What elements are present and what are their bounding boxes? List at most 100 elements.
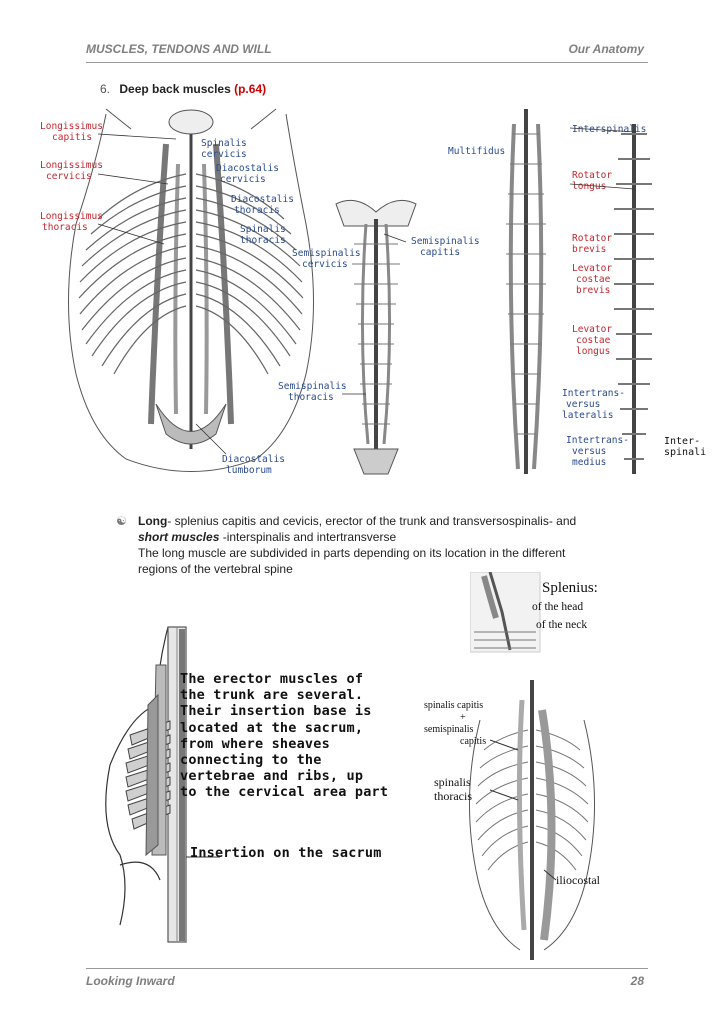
deep-back-muscles-figure: Longissimus capitis Longissimus cervicis…: [36, 104, 706, 488]
splenius-title: Splenius:: [542, 580, 598, 596]
label-levator-costae-brevis-2: costae: [576, 274, 611, 285]
section-title: Deep back muscles: [119, 82, 231, 96]
erector-description: The erector muscles of the trunk are sev…: [180, 671, 388, 801]
label-rotator-longus-1: Rotator: [572, 170, 612, 181]
label-interspinalis: Interspinalis: [572, 124, 646, 135]
page-number: 28: [630, 974, 644, 988]
erector-line-8: to the cervical area part: [180, 784, 389, 801]
section-number: 6.: [100, 82, 111, 96]
label-levator-costae-longus-2: costae: [576, 335, 611, 346]
label-diacostalis-lumborum-2: lumborum: [226, 465, 272, 476]
erector-line-6: connecting to the: [180, 752, 322, 769]
label-intertrans-lateralis-3: lateralis: [562, 410, 613, 421]
label-semispinalis-cervicis-2: cervicis: [302, 259, 348, 270]
erector-line-7: vertebrae and ribs, up: [180, 768, 364, 785]
label-inter-spinalis-2: spinalis: [664, 447, 706, 458]
splenius-head-label: of the head: [532, 601, 583, 613]
label-multifidus: Multifidus: [448, 146, 505, 157]
label-longissimus-thoracis-1: Longissimus: [40, 211, 103, 222]
erector-sheaves: [145, 664, 167, 857]
label-intertrans-medius-1: Intertrans-: [566, 435, 629, 446]
footer-divider: [86, 968, 648, 969]
label-longissimus-cervicis-1: Longissimus: [40, 160, 103, 171]
erector-line-1: The erector muscles of: [180, 671, 364, 687]
label-longissimus-thoracis-2: thoracis: [42, 222, 88, 233]
label-semispinalis-capitis-2: capitis: [420, 247, 460, 258]
section-heading: 6. Deep back muscles (p.64): [100, 82, 266, 96]
labels-right: Interspinalis Multifidus Rotator longus …: [448, 124, 706, 468]
label-semispinalis: semispinalis: [424, 724, 474, 735]
header-subtitle: Our Anatomy: [568, 42, 644, 56]
insertion-label: Insertion on the sacrum: [190, 845, 382, 861]
label-rotator-brevis-1: Rotator: [572, 233, 612, 244]
header-divider: [86, 62, 648, 63]
splenius-neck-label: of the neck: [536, 619, 587, 631]
spinalis-muscle: [516, 699, 527, 931]
label-intertrans-medius-2: versus: [572, 446, 606, 457]
section-page-ref: (p.64): [234, 82, 267, 96]
short-text: -interspinalis and intertransverse: [219, 530, 397, 544]
header-title: MUSCLES, TENDONS AND WILL: [86, 42, 272, 56]
label-plus: +: [460, 712, 466, 723]
iliocostal-muscle: [538, 709, 556, 941]
long-label: Long: [138, 514, 168, 528]
label-spinalis-thoracis-2: thoracis: [240, 235, 286, 246]
spine-illustration-3: [506, 109, 546, 474]
label-longissimus-cervicis-2: cervicis: [46, 171, 92, 182]
bullet-line-3: The long muscle are subdivided in parts …: [138, 546, 566, 560]
label-spinalis-capitis: spinalis capitis: [424, 700, 483, 711]
label-inter-spinalis-1: Inter-: [664, 436, 700, 447]
label-diacostalis-cervicis-2: cervicis: [220, 174, 266, 185]
back-illustration-1: [68, 108, 314, 472]
ribs-right-figure: [475, 729, 589, 871]
label-intertrans-lateralis-2: versus: [566, 399, 600, 410]
yin-yang-icon: ☯: [116, 514, 127, 528]
label-semispinalis-cervicis-1: Semispinalis: [292, 248, 361, 259]
erector-line-2: the trunk are several.: [180, 687, 364, 704]
label-longissimus-capitis-1: Longissimus: [40, 121, 103, 132]
label-spinalis: spinalis: [434, 775, 471, 789]
labels-mid: Semispinalis cervicis Semispinalis capit…: [278, 233, 480, 403]
label-intertrans-medius-3: medius: [572, 457, 606, 468]
sacrum-shape: [155, 403, 227, 445]
label-levator-costae-longus-3: longus: [576, 346, 610, 357]
erector-muscles-figure: [105, 626, 220, 943]
label-diacostalis-lumborum-1: Diacostalis: [222, 454, 285, 465]
label-semispinalis-thoracis-1: Semispinalis: [278, 381, 347, 392]
footer-title: Looking Inward: [86, 974, 175, 988]
label-rotator-brevis-2: brevis: [572, 244, 606, 255]
label-spinalis-cervicis-1: Spinalis: [201, 138, 247, 149]
label-spinalis-thoracis-1: Spinalis: [240, 224, 286, 235]
label-diacostalis-cervicis-1: Diacostalis: [216, 163, 279, 174]
label-semispinalis-capitis-1: Semispinalis: [411, 236, 480, 247]
labels-left: Longissimus capitis Longissimus cervicis…: [40, 121, 177, 245]
erector-line-4: located at the sacrum,: [180, 719, 364, 736]
rib-lines-left: [78, 173, 187, 375]
erector-line-3: Their insertion base is: [180, 703, 372, 720]
bullet-line-4: regions of the vertebral spine: [138, 562, 293, 576]
label-intertrans-lateralis-1: Intertrans-: [562, 388, 625, 399]
label-levator-costae-brevis-1: Levator: [572, 263, 612, 274]
label-levator-costae-brevis-3: brevis: [576, 285, 610, 296]
thorax-outline: [468, 680, 596, 960]
back-illustration-2: [335, 199, 417, 475]
label-diacostalis-thoracis-2: thoracis: [234, 205, 280, 216]
label-spinalis-cervicis-2: cervicis: [201, 149, 247, 160]
label-capitis: capitis: [460, 736, 486, 747]
spinalis-figure: spinalis capitis + semispinalis capitis …: [424, 680, 601, 960]
label-levator-costae-longus-1: Levator: [572, 324, 612, 335]
erector-line-5: from where sheaves: [180, 735, 330, 752]
label-iliocostal: iliocostal: [556, 873, 601, 887]
label-longissimus-capitis-2: capitis: [52, 132, 92, 143]
label-thoracis: thoracis: [434, 789, 472, 803]
short-label: short muscles: [138, 530, 220, 544]
long-text: - splenius capitis and cevicis, erector …: [167, 514, 577, 528]
label-semispinalis-thoracis-2: thoracis: [288, 392, 334, 403]
label-diacostalis-thoracis-1: Diacostalis: [231, 194, 294, 205]
label-rotator-longus-2: longus: [572, 181, 606, 192]
rib-lines-right: [195, 173, 304, 375]
bullet-text: Long- splenius capitis and cevicis, erec…: [138, 513, 628, 577]
labels-center: Spinalis cervicis Diacostalis cervicis D…: [195, 138, 294, 476]
spine-illustration-4: [614, 124, 654, 474]
splenius-figure: Splenius: of the head of the neck: [470, 572, 598, 653]
